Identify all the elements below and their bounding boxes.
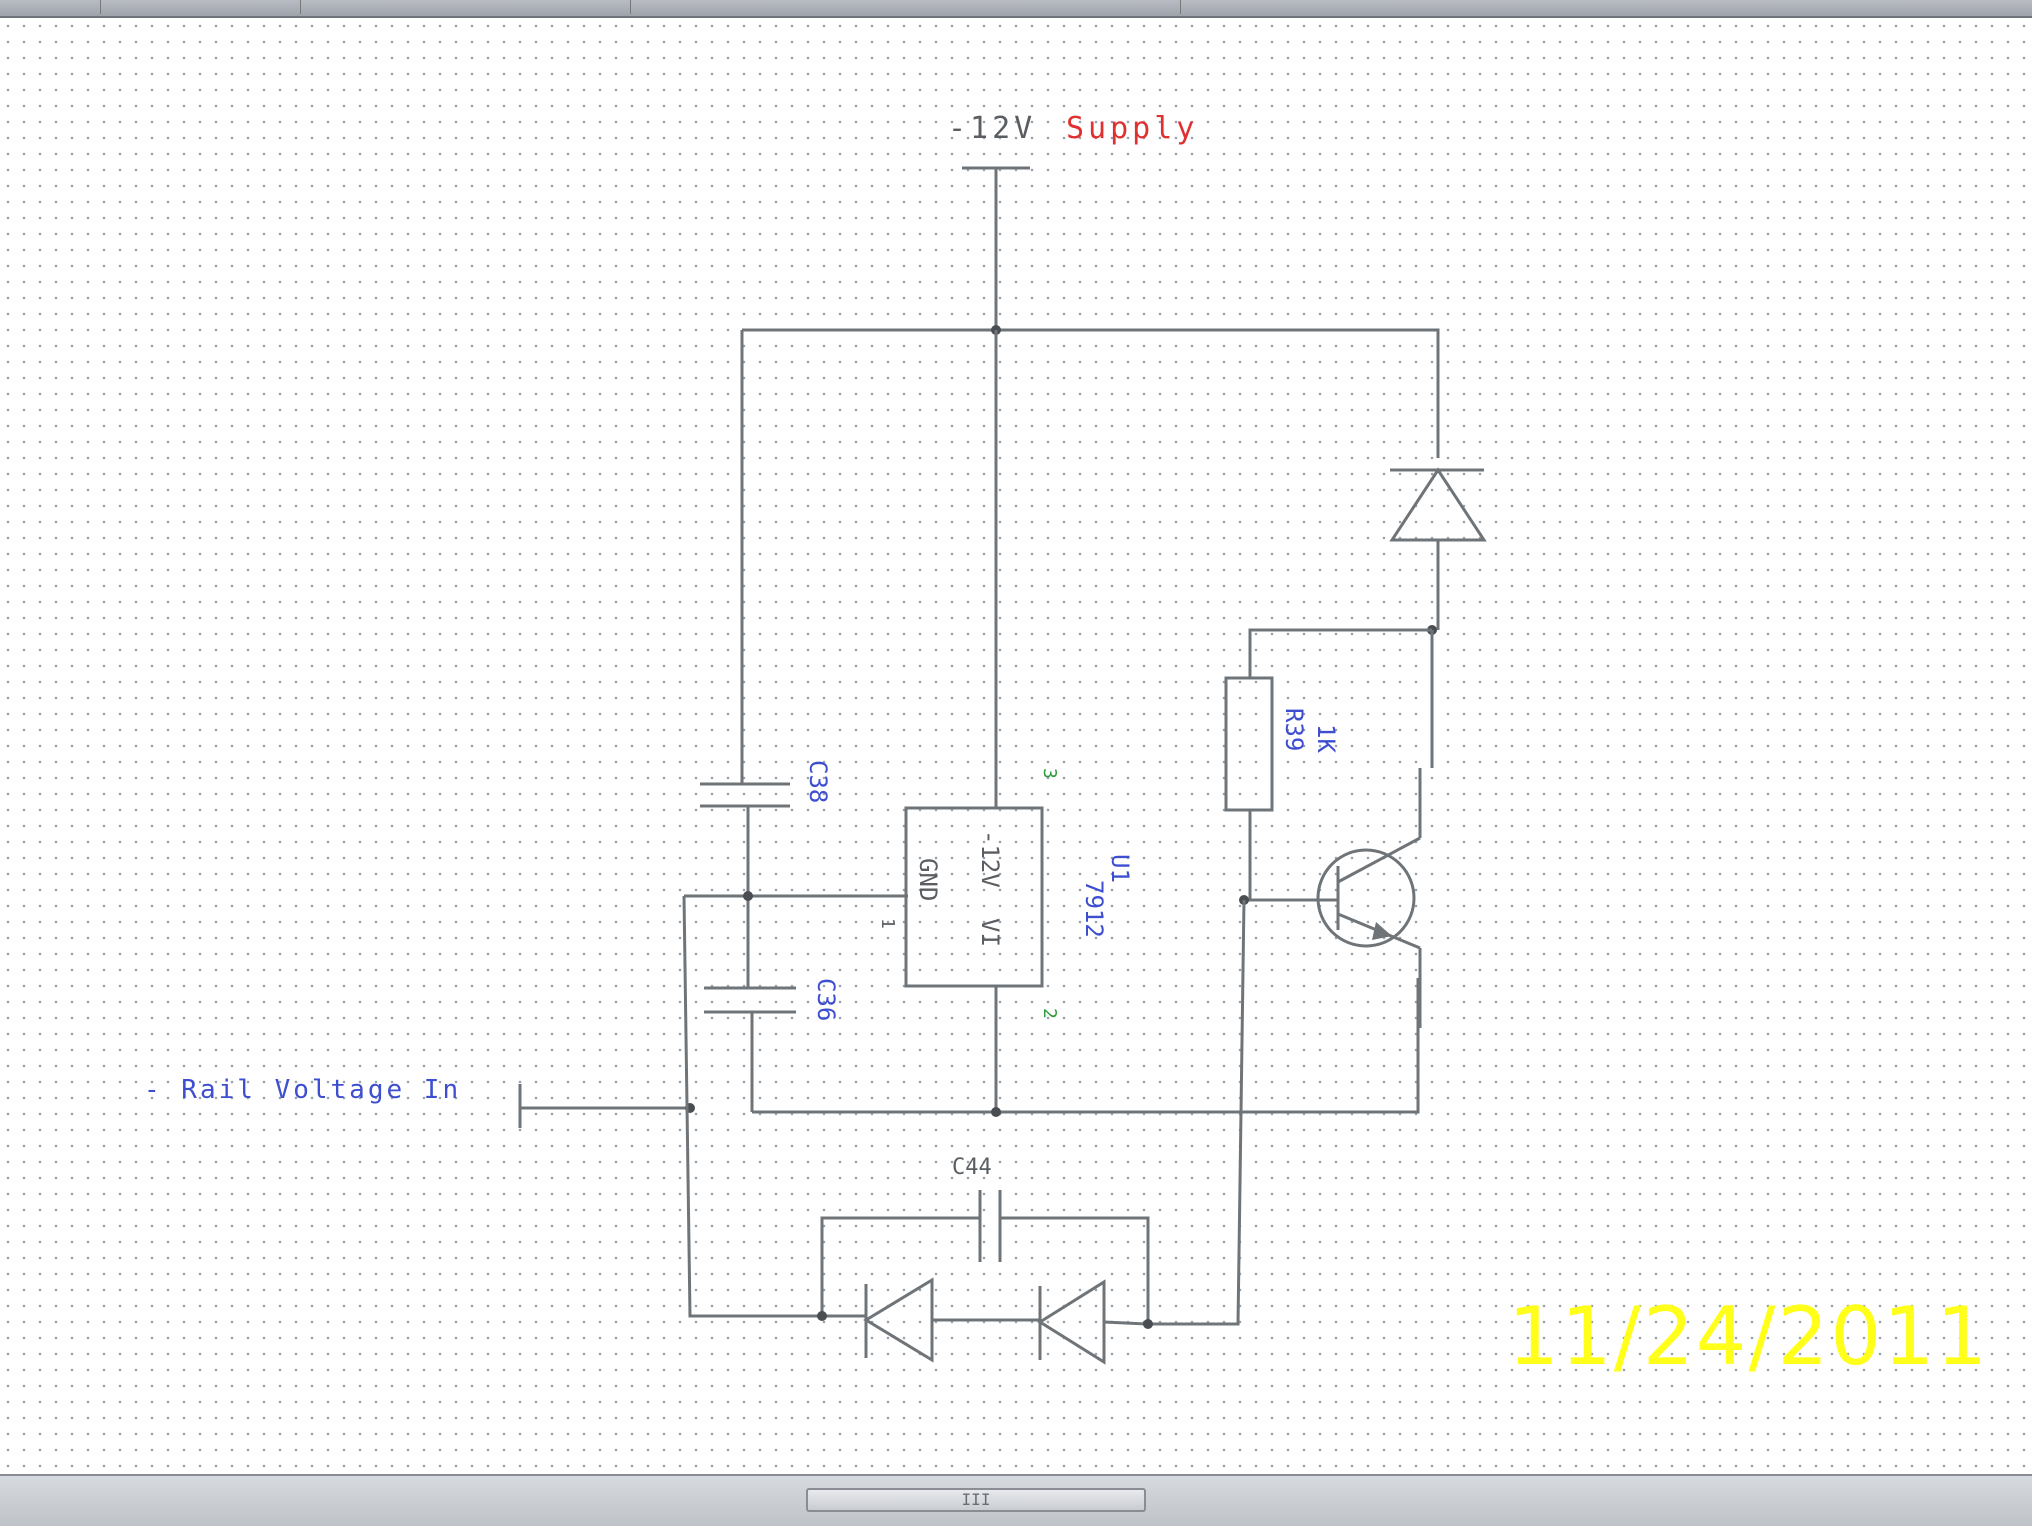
u1-pin1-number: 1 (877, 918, 898, 929)
photo-date-stamp: 11/24/2011 (1508, 1290, 1990, 1383)
u1-pin-vin: VI (976, 918, 1004, 947)
u1-regulator[interactable] (904, 806, 1044, 988)
toolbar (0, 0, 2032, 18)
c38-ref: C38 (804, 760, 832, 803)
bottom-diode-left[interactable] (863, 1277, 934, 1363)
scrollbar-grip-icon: III (961, 1490, 991, 1509)
c36-capacitor[interactable] (704, 986, 796, 1014)
bottom-rail-wire[interactable] (752, 978, 1420, 1114)
top-rail-wire[interactable] (742, 328, 1440, 458)
diode-chain-wire[interactable] (1103, 1320, 1149, 1326)
feedback-wire[interactable] (1148, 899, 1246, 1326)
scrollbar-thumb[interactable]: III (806, 1488, 1146, 1512)
c44-capacitor[interactable] (978, 1190, 1002, 1262)
u1-pin-gnd: GND (914, 858, 942, 901)
schematic-drawing: -12V Supply C38 C36 GND -12V VI (144, 111, 1487, 1365)
toolbar-button[interactable] (140, 0, 301, 14)
toolbar-button[interactable] (900, 0, 1181, 14)
c38-capacitor[interactable] (700, 782, 790, 808)
c44-ref: C44 (952, 1155, 992, 1180)
junction-dot (817, 1311, 827, 1321)
u1-pin-vout: -12V (976, 830, 1004, 888)
supply-label-voltage: -12V (948, 111, 1036, 146)
npn-transistor[interactable] (1316, 836, 1421, 950)
junction-dot (743, 891, 753, 901)
left-loop-wire[interactable] (682, 895, 822, 1318)
horizontal-scrollbar[interactable]: III (0, 1474, 2032, 1526)
u1-ref: U1 (1106, 854, 1134, 883)
toolbar-button[interactable] (330, 0, 631, 14)
r39-value: 1K (1312, 724, 1340, 753)
top-diode[interactable] (1389, 467, 1487, 542)
bottom-diode-right[interactable] (1037, 1279, 1106, 1365)
schematic-canvas[interactable]: -12V Supply C38 C36 GND -12V VI (0, 18, 2032, 1474)
u1-pin3-number: 3 (1039, 768, 1060, 779)
junction-dot (1143, 1319, 1153, 1329)
u1-part: 7912 (1080, 880, 1108, 938)
c44-left-wire[interactable] (820, 1216, 980, 1316)
rail-input-label: - Rail Voltage In (144, 1075, 461, 1105)
junction-dot (991, 1107, 1001, 1117)
r39-ref: R39 (1280, 708, 1308, 751)
c36-ref: C36 (812, 978, 840, 1021)
r39-resistor[interactable] (1224, 676, 1274, 812)
u1-pin2-number: 2 (1039, 1008, 1060, 1019)
toolbar-button[interactable] (40, 0, 101, 14)
r39-top-wire[interactable] (1248, 628, 1432, 678)
supply-label-word: Supply (1066, 111, 1198, 146)
base-wire[interactable] (1248, 810, 1338, 902)
c44-right-wire[interactable] (1000, 1216, 1150, 1324)
